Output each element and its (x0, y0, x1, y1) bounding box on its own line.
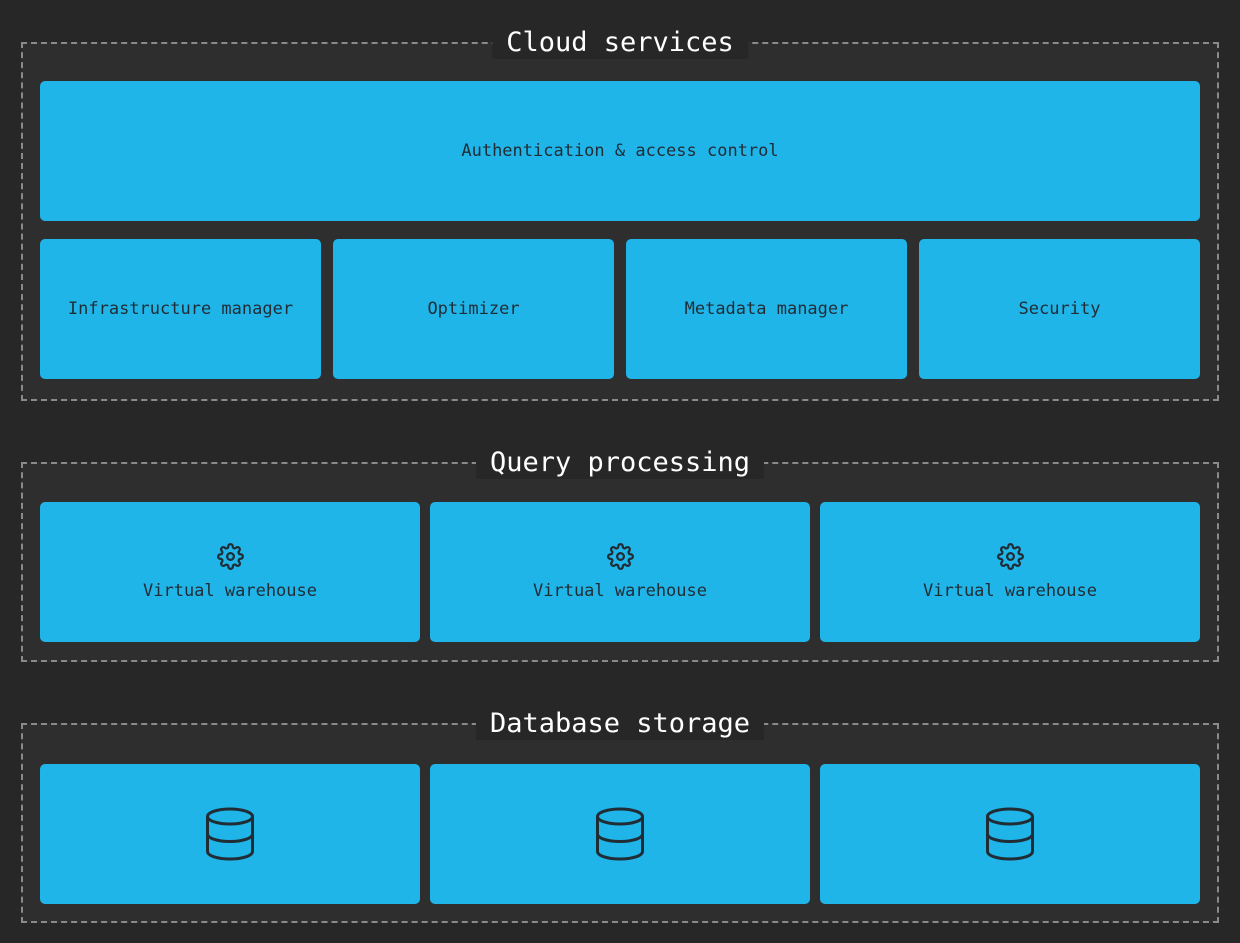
box-label: Virtual warehouse (533, 581, 707, 601)
box-label: Infrastructure manager (67, 299, 294, 319)
infrastructure-manager-box: Infrastructure manager (40, 239, 321, 379)
virtual-warehouse-box: Virtual warehouse (820, 502, 1200, 642)
query-processing-row: Virtual warehouse Virtual warehouse Virt… (40, 502, 1200, 642)
box-label: Optimizer (427, 299, 520, 319)
gear-icon (216, 543, 244, 570)
security-box: Security (919, 239, 1200, 379)
database-icon (200, 804, 260, 864)
virtual-warehouse-box: Virtual warehouse (430, 502, 810, 642)
database-icon (590, 804, 650, 864)
box-label: Security (1018, 299, 1101, 319)
box-label: Virtual warehouse (143, 581, 317, 601)
database-storage-title: Database storage (475, 708, 765, 740)
metadata-manager-box: Metadata manager (626, 239, 907, 379)
virtual-warehouse-box: Virtual warehouse (40, 502, 420, 642)
box-label: Authentication & access control (461, 141, 779, 161)
cloud-services-row: Infrastructure manager Optimizer Metadat… (40, 239, 1200, 379)
optimizer-box: Optimizer (333, 239, 614, 379)
query-processing-title: Query processing (475, 447, 765, 479)
cloud-services-title: Cloud services (492, 27, 748, 59)
section-database-storage: Database storage (21, 708, 1219, 923)
database-box (430, 764, 810, 904)
section-cloud-services: Cloud services Authentication & access c… (21, 27, 1219, 401)
box-label: Virtual warehouse (923, 581, 1097, 601)
gear-icon (996, 543, 1024, 570)
database-storage-row (40, 764, 1200, 904)
database-icon (980, 804, 1040, 864)
gear-icon (606, 543, 634, 570)
section-query-processing: Query processing Virtual warehouse Virtu… (21, 447, 1219, 662)
authentication-access-control-box: Authentication & access control (40, 81, 1200, 221)
box-label: Metadata manager (684, 299, 849, 319)
database-box (820, 764, 1200, 904)
database-box (40, 764, 420, 904)
